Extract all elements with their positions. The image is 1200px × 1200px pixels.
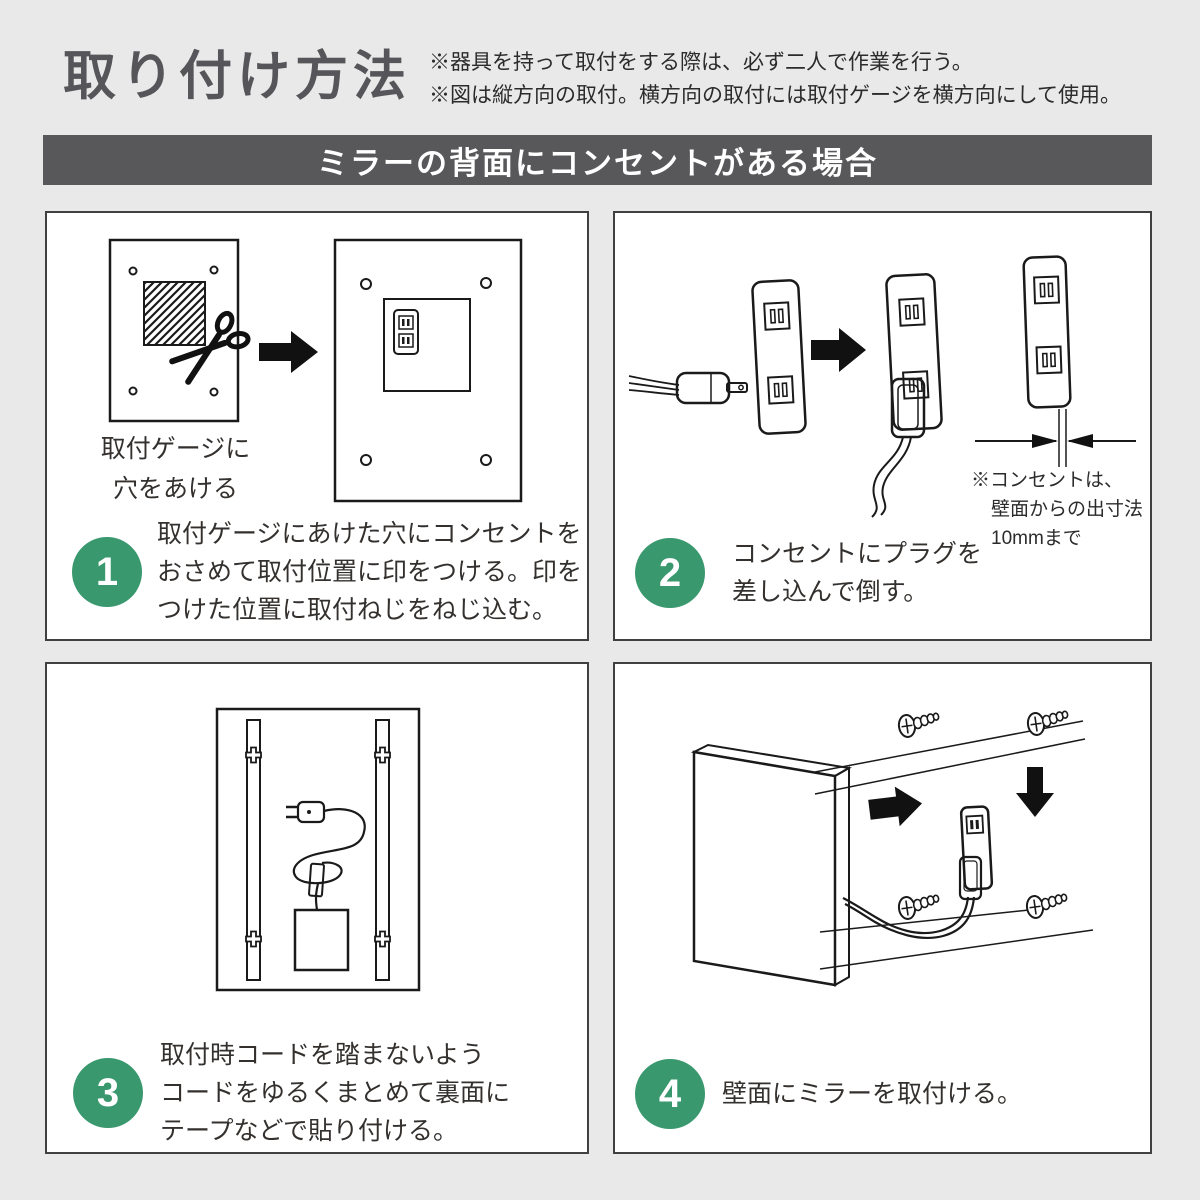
outlet-plate-side (1022, 255, 1072, 409)
power-box (293, 908, 350, 972)
step-3: 3 取付時コードを踏まないよう コードをゆるくまとめて裏面に テープなどで貼り付… (73, 1036, 510, 1150)
mirror-back (215, 707, 421, 992)
gauge-with-hole (333, 238, 523, 503)
note-line-2: ※図は縦方向の取付。横方向の取付には取付ゲージを横方向にして使用。 (429, 84, 1121, 107)
gauge-hole-diagram (108, 238, 523, 503)
step-4-number-badge: 4 (635, 1059, 705, 1129)
step-3-text: 取付時コードを踏まないよう コードをゆるくまとめて裏面に テープなどで貼り付ける… (160, 1041, 511, 1145)
outlet-plate-front (751, 279, 807, 435)
arrow-right-icon (259, 331, 318, 373)
mirror (690, 743, 852, 987)
step-1-text: 取付ゲージにあけた穴にコンセントを おさめて取付位置に印をつける。印を つけた位… (157, 520, 583, 624)
folded-plug-icon (871, 377, 926, 518)
plug-outlet-diagram (628, 255, 1136, 518)
folded-plug-icon (958, 855, 983, 901)
outlet-icon (393, 309, 419, 355)
step-1: 1 取付ゲージにあけた穴にコンセントを おさめて取付位置に印をつける。印を つけ… (72, 515, 582, 629)
scissors-icon (169, 310, 251, 385)
plug-icon (286, 800, 326, 824)
outlet-note-line-3: 10mmまで (991, 528, 1082, 549)
step-2-text: コンセントにプラグを 差し込んで倒す。 (732, 540, 983, 606)
gauge-caption: 取付ゲージに 穴をあける (73, 429, 278, 509)
mounting-gauge (108, 238, 240, 423)
panel-step-3: 3 取付時コードを踏まないよう コードをゆるくまとめて裏面に テープなどで貼り付… (45, 662, 589, 1154)
cord (842, 896, 976, 940)
step-1-number-badge: 1 (72, 537, 142, 607)
step-2: 2 コンセントにプラグを 差し込んで倒す。 (635, 535, 982, 611)
outlet-clearance-note: ※コンセントは、 壁面からの出寸法 10mmまで (971, 466, 1143, 553)
step-4: 4 壁面にミラーを取付ける。 (635, 1059, 1022, 1129)
bundled-cord (286, 800, 366, 911)
section-banner: ミラーの背面にコンセントがある場合 (43, 135, 1152, 185)
outlet-note-line-1: ※コンセントは、 (971, 470, 1124, 491)
outlet-icon (959, 805, 994, 891)
screw-icon (1025, 707, 1071, 738)
screw-icon (896, 709, 942, 740)
tape (308, 862, 325, 898)
panel-step-2: ※コンセントは、 壁面からの出寸法 10mmまで 2 コンセントにプラグを 差し… (613, 211, 1152, 641)
gauge-caption-line-1: 取付ゲージに (100, 435, 251, 463)
clearance-dimension (975, 409, 1136, 467)
arrow-down-icon (1016, 767, 1054, 817)
panel-step-1: 取付ゲージに 穴をあける 1 取付ゲージにあけた穴にコンセントを おさめて取付位… (45, 211, 589, 641)
plug-icon (628, 371, 748, 405)
page-title: 取り付け方法 (63, 47, 411, 106)
step-2-number-badge: 2 (635, 538, 705, 608)
arrow-right-icon (811, 328, 866, 372)
arrow-right-icon (868, 786, 923, 827)
screw-icon (896, 891, 942, 922)
outlet-plate-plugged (885, 273, 943, 431)
wall-mount-diagram (690, 707, 1094, 987)
step-3-number-badge: 3 (73, 1058, 143, 1128)
mirror-back-diagram (215, 707, 421, 992)
section-banner-label: ミラーの背面にコンセントがある場合 (317, 145, 878, 181)
step-4-text: 壁面にミラーを取付ける。 (722, 1080, 1023, 1108)
header-notes: ※器具を持って取付をする際は、必ず二人で作業を行う。 ※図は縦方向の取付。横方向… (429, 46, 1121, 112)
screw-icon (1024, 890, 1070, 921)
panel-step-4: 4 壁面にミラーを取付ける。 (613, 662, 1152, 1154)
outlet-note-line-2: 壁面からの出寸法 (991, 499, 1144, 520)
note-line-1: ※器具を持って取付をする際は、必ず二人で作業を行う。 (429, 51, 973, 74)
gauge-caption-line-2: 穴をあける (112, 475, 238, 503)
